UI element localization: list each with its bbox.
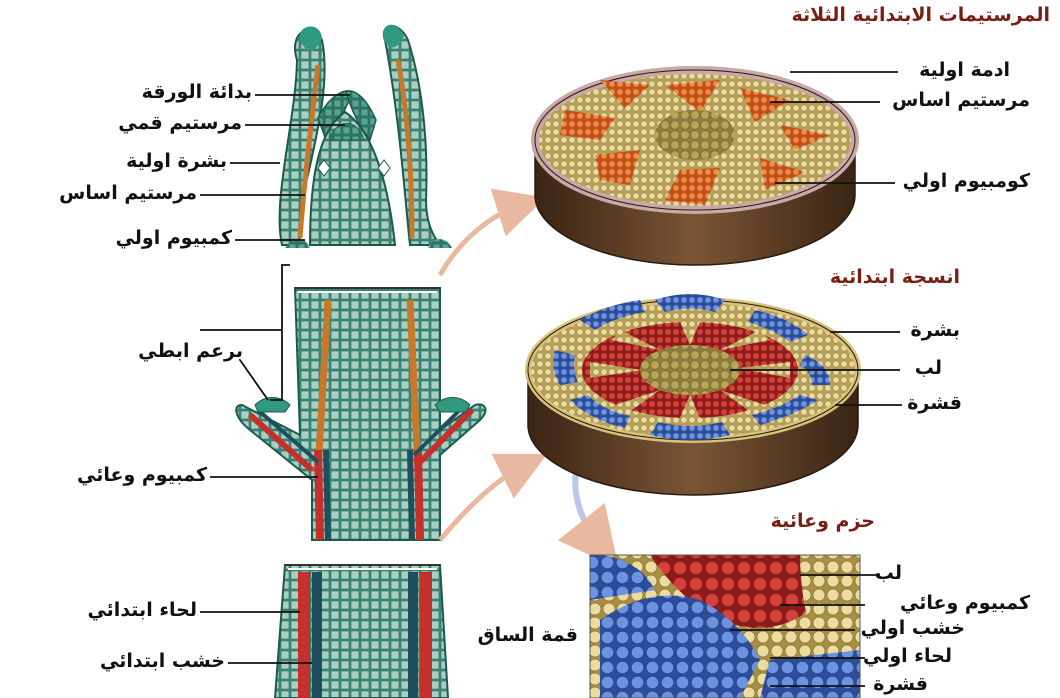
label-disc1-protoderm: ادمة اولية [919,61,1010,80]
label-disc1-procambium: كومبيوم اولي [903,172,1030,191]
stem-middle-section [236,288,485,540]
label-disc2-cortex: قشرة [907,394,962,413]
label-ground-meristem: مرستيم اساس [59,184,197,203]
vascular-bundle-zoom [590,555,860,698]
label-zoom-primary-phloem: لحاء اولي [863,647,952,666]
title-primary-meristems: المرستيمات الابتدائية الثلاثة [791,6,1050,25]
label-zoom-cortex: قشرة [873,675,928,694]
label-leaf-primordium: بدائة الورقة [142,83,252,102]
label-zoom-pith: لب [875,564,902,583]
label-procambium: كمبيوم اولي [116,229,232,248]
label-disc2-pith: لب [915,359,942,378]
label-primary-xylem: خشب ابتدائي [100,652,225,671]
label-disc1-ground-meristem: مرستيم اساس [892,91,1030,110]
label-zoom-primary-xylem: خشب اولي [861,619,965,638]
arrow-to-disc2 [440,465,525,540]
label-zoom-vascular-cambium: كمبيوم وعائي [900,594,1030,613]
label-disc2-epidermis: بشرة [910,321,960,340]
shoot-apex [280,25,452,248]
label-primary-phloem: لحاء ابتدائي [87,601,197,620]
title-vascular-bundles: حزم وعائية [771,512,875,531]
label-protoderm: بشرة اولية [126,152,227,171]
stem-bottom-section [275,565,448,698]
title-primary-tissues: انسجة ابتدائية [830,268,960,287]
disc-primary-meristems [535,70,855,265]
disc-primary-tissues [528,294,858,495]
label-stem-tip: قمة الساق [478,626,578,645]
label-apical-meristem: مرستيم قمي [118,114,242,133]
arrow-to-disc1 [440,205,522,275]
label-vascular-cambium: كمبيوم وعائي [77,466,207,485]
label-axillary-bud: برعم ابطي [138,342,243,361]
